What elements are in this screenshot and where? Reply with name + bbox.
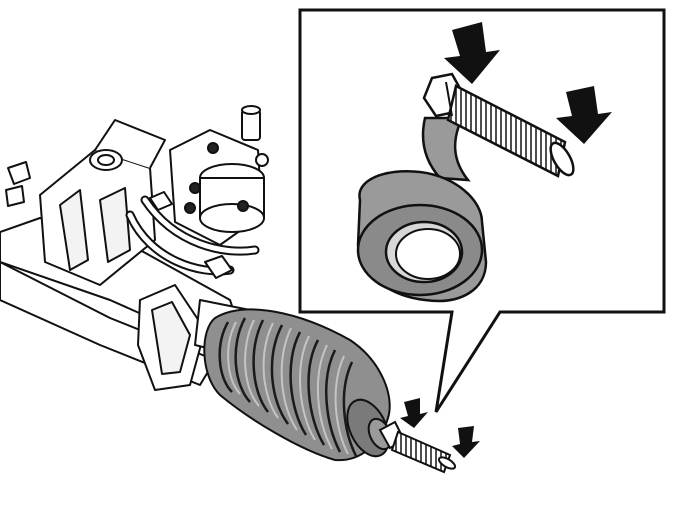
tie-rod-end bbox=[378, 420, 457, 474]
threaded-bolt bbox=[422, 72, 575, 178]
down-arrow-icon bbox=[400, 398, 428, 428]
down-arrow-icon bbox=[444, 22, 500, 84]
tape-roll bbox=[356, 116, 488, 303]
rack-boot bbox=[203, 308, 393, 462]
down-arrow-icon bbox=[452, 426, 480, 458]
down-arrow-icon bbox=[556, 86, 612, 144]
